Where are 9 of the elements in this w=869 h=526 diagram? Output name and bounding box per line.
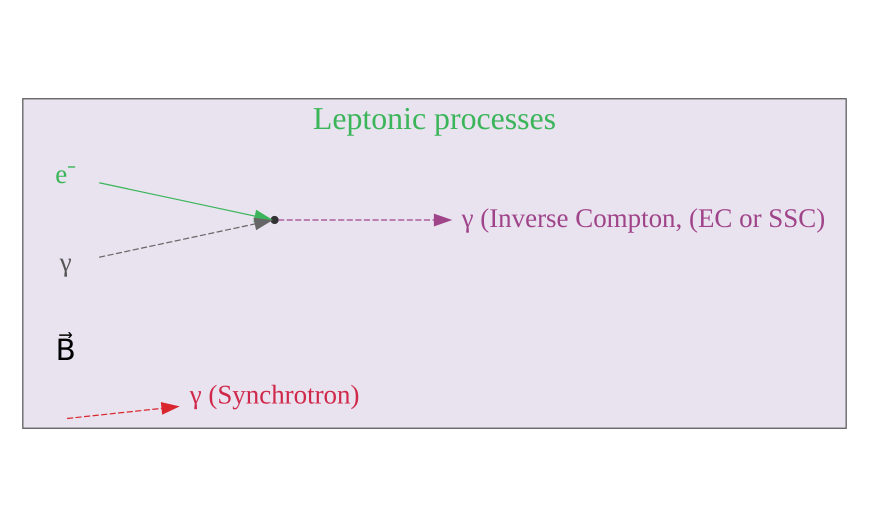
arrow xyxy=(278,213,452,226)
node-text: γ xyxy=(60,246,72,276)
node-text: e⁻ xyxy=(55,158,76,188)
arrow xyxy=(99,217,273,258)
label: B⃗ xyxy=(56,332,76,366)
arrow xyxy=(67,402,180,419)
node-dot xyxy=(270,215,279,224)
node-text: γ (Synchrotron) xyxy=(190,378,360,409)
node-text: γ (Inverse Compton, (EC or SSC) xyxy=(462,202,826,232)
